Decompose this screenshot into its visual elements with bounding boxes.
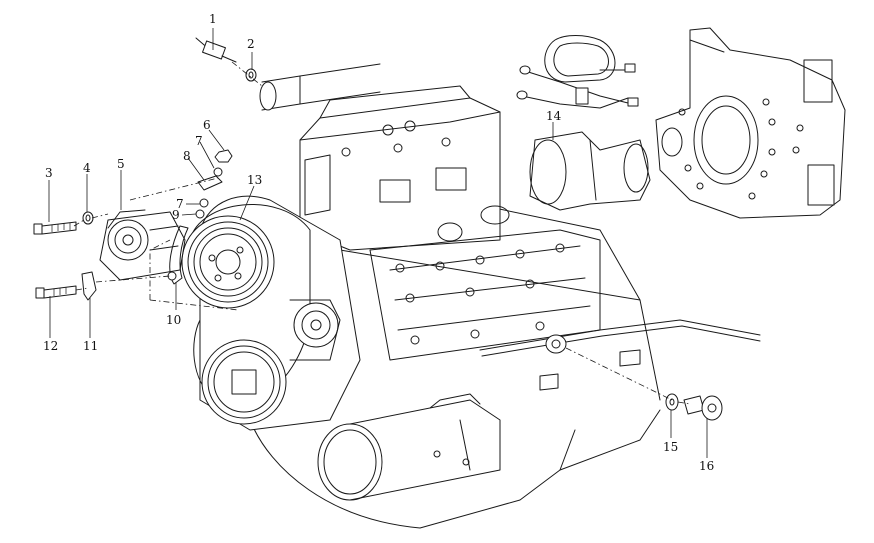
part-7-washer-upper	[213, 167, 223, 177]
callout-12: 12	[43, 339, 58, 353]
engine-block	[249, 63, 761, 529]
callout-2: 2	[247, 37, 255, 51]
callout-7-lower: 7	[176, 197, 184, 211]
part-10-arm	[167, 225, 189, 285]
part-7-washer-lower	[199, 198, 209, 208]
callout-7-upper: 7	[195, 134, 203, 148]
callout-13: 13	[247, 173, 262, 187]
wiring-harness	[516, 35, 639, 109]
part-16-sensor	[683, 395, 723, 421]
callout-9: 9	[172, 208, 180, 222]
callout-16: 16	[699, 459, 714, 473]
part-8-bracket	[197, 175, 223, 191]
sensor-boss	[539, 334, 641, 391]
callout-8: 8	[183, 149, 191, 163]
callout-14: 14	[546, 109, 562, 123]
part-4-washer	[82, 211, 94, 225]
assembly-lines	[73, 61, 691, 405]
part-6-nut	[214, 149, 233, 163]
part-9-nut	[195, 209, 205, 219]
part-1-sensor	[195, 37, 237, 63]
part-12-bolt	[35, 285, 77, 299]
part-11-clip	[81, 271, 97, 301]
oil-filter	[317, 393, 501, 501]
callout-6: 6	[203, 118, 211, 132]
callout-5: 5	[117, 157, 125, 171]
callout-11: 11	[83, 339, 98, 353]
callout-4: 4	[83, 161, 91, 175]
callout-10: 10	[166, 313, 181, 327]
front-pulley-assembly	[181, 195, 361, 431]
callout-15: 15	[663, 440, 678, 454]
callout-leaders	[48, 28, 708, 458]
callout-3: 3	[45, 166, 53, 180]
alternator	[99, 209, 186, 281]
part-15-washer	[665, 393, 679, 411]
callout-labels: 1 2 3 4 5 6 7 8 7 9 10 11 12 13 14 15 16	[43, 12, 714, 473]
flywheel-housing	[655, 27, 846, 219]
callout-1: 1	[209, 12, 217, 26]
part-2-washer	[245, 68, 257, 82]
part-3-bolt	[33, 221, 77, 235]
starter-motor	[529, 131, 651, 211]
